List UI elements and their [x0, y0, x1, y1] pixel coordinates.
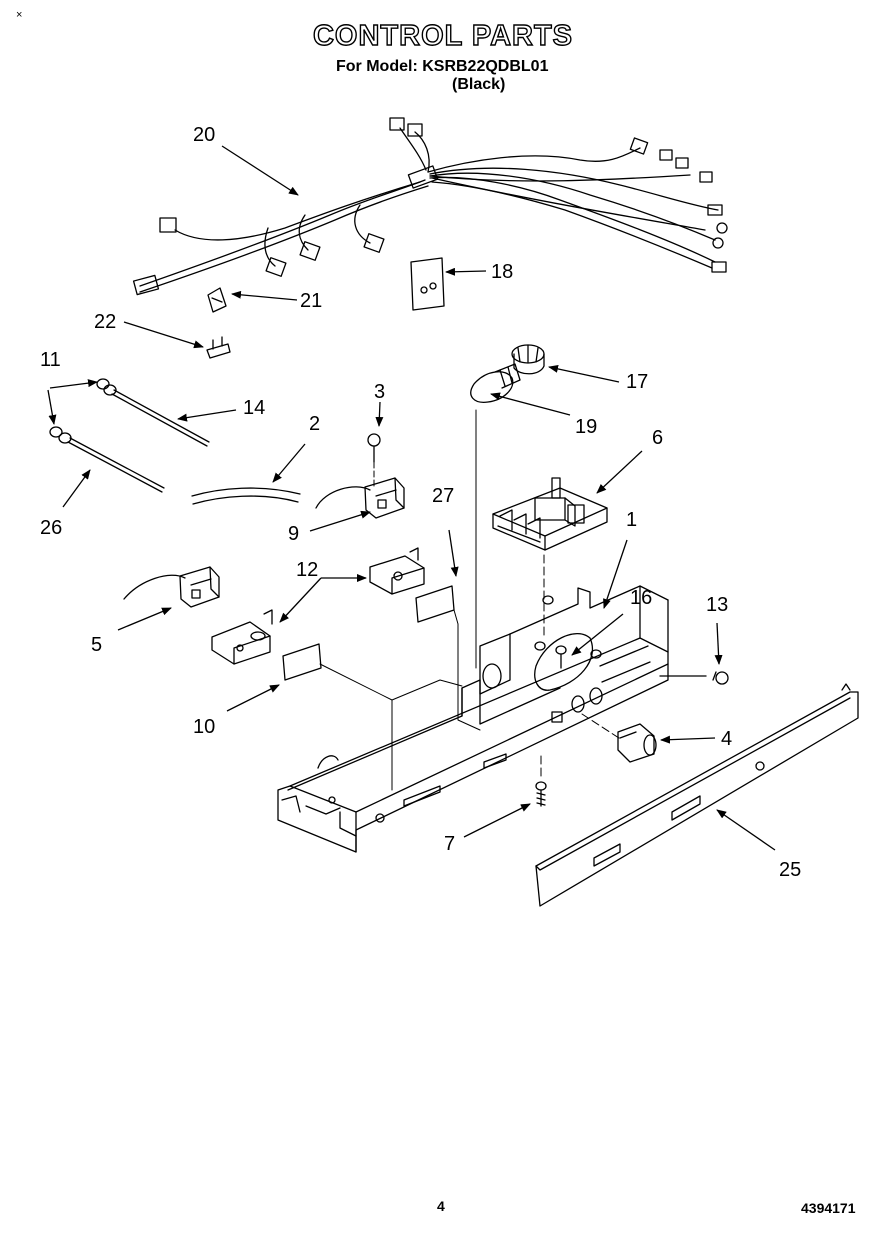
bracket-part-12-upper: [369, 547, 425, 595]
capillary-tube-parts-14-26: [49, 378, 210, 493]
page-number: 4: [437, 1198, 445, 1214]
trim-strip-part-25: [535, 683, 859, 907]
callout-1: 1: [626, 509, 637, 531]
callout-9: 9: [288, 523, 299, 545]
label-part-27: [415, 585, 455, 623]
callout-20: 20: [193, 124, 215, 146]
bracket-part-12-lower: [211, 609, 273, 665]
callout-12: 12: [296, 559, 318, 581]
callout-25: 25: [779, 859, 801, 881]
callout-19: 19: [575, 416, 597, 438]
callout-22: 22: [94, 311, 116, 333]
control-housing-part-1: [277, 585, 707, 853]
alignment-lines: [319, 409, 623, 791]
callout-4: 4: [721, 728, 732, 750]
screw-part-3: [367, 433, 381, 463]
callout-16: 16: [630, 587, 652, 609]
model-subtitle: For Model: KSRB22QDBL01: [336, 58, 549, 75]
tube-part-2: [191, 487, 301, 505]
callout-14: 14: [243, 397, 265, 419]
wire-harness-part-20: [132, 117, 728, 296]
callout-3: 3: [374, 381, 385, 403]
callout-17: 17: [626, 371, 648, 393]
callout-27: 27: [432, 485, 454, 507]
control-board-part-6: [492, 477, 608, 551]
label-part-10: [282, 643, 322, 681]
finish-subtitle: (Black): [452, 76, 506, 93]
document-number: 4394171: [801, 1200, 856, 1216]
bulb-part-19: [470, 363, 521, 403]
thermostat-part-9: [315, 477, 405, 519]
callout-7: 7: [444, 833, 455, 855]
screw-part-7: [535, 781, 547, 807]
screw-part-13: [712, 671, 729, 685]
thermostat-part-5: [123, 566, 220, 608]
socket-part-17: [511, 344, 545, 375]
callout-5: 5: [91, 634, 102, 656]
clip-part-22: [206, 336, 231, 359]
callout-13: 13: [706, 594, 728, 616]
callout-11: 11: [40, 349, 61, 371]
callout-26: 26: [40, 517, 62, 539]
screw-part-16: [555, 645, 567, 669]
switch-part-4: [617, 723, 657, 763]
callout-18: 18: [491, 261, 513, 283]
callout-6: 6: [652, 427, 663, 449]
callout-2: 2: [309, 413, 320, 435]
callout-21: 21: [300, 290, 322, 312]
corner-mark: ×: [16, 9, 23, 21]
callout-10: 10: [193, 716, 215, 738]
plate-part-18: [410, 257, 445, 311]
clip-part-21: [207, 287, 227, 313]
page-title: CONTROL PARTS: [312, 19, 574, 52]
